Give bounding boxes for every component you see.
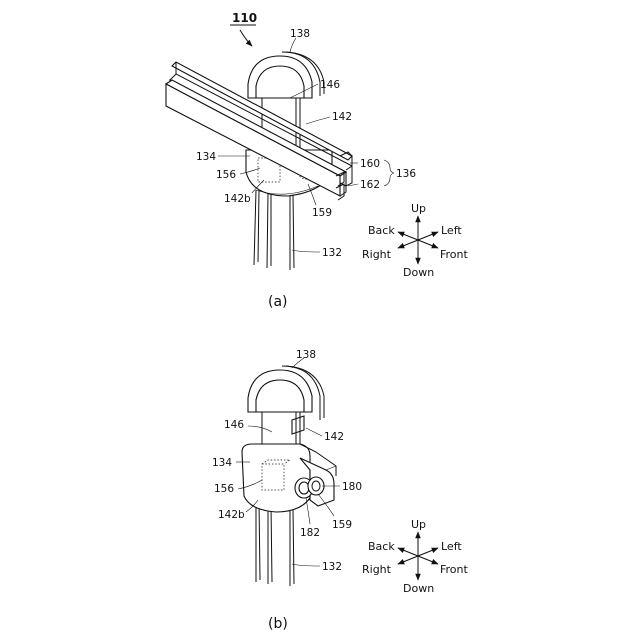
ref-138-a: 138 [290,28,310,40]
compass-back-a: Back [368,224,395,237]
ref-138-b: 138 [296,349,316,361]
ref-132-a: 132 [322,247,342,259]
ref-142b-b: 142b [218,509,245,521]
cords-a [254,190,294,270]
ref-134-b: 134 [212,457,232,469]
ref-156-a: 156 [216,169,236,181]
ref-136-a: 136 [396,168,416,180]
ref-162-a: 162 [360,179,380,191]
ref-146-a: 146 [320,79,340,91]
cords-b [256,500,294,586]
ref-134-a: 134 [196,151,216,163]
caption-b: (b) [268,616,288,632]
ref-142b-a: 142b [224,193,251,205]
compass-up-b: Up [411,518,426,531]
ref-180-b: 180 [342,481,362,493]
body-134-b [242,444,310,512]
compass-back-b: Back [368,540,395,553]
panel-b: 138 146 142 134 156 142b 180 182 159 132… [212,349,469,632]
ref-156-b: 156 [214,483,234,495]
caption-a: (a) [268,294,288,310]
ref-142-b: 142 [324,431,344,443]
compass-down-b: Down [403,582,434,595]
compass-up-a: Up [411,202,426,215]
ref-132-b: 132 [322,561,342,573]
arch-138-a [248,52,324,98]
compass-right-b: Right [362,563,392,576]
compass-b: Up Down Left Front Back Right [362,518,469,595]
ref-182-b: 182 [300,527,320,539]
compass-a: Up Down Left Front Back Right [362,202,469,279]
label-110-arrow [240,30,252,46]
compass-down-a: Down [403,266,434,279]
ref-142-a: 142 [332,111,352,123]
compass-front-b: Front [440,563,469,576]
compass-right-a: Right [362,248,392,261]
panel-a: 110 [166,11,469,310]
ref-160-a: 160 [360,158,380,170]
ref-146-b: 146 [224,419,244,431]
compass-front-a: Front [440,248,469,261]
compass-left-b: Left [441,540,462,553]
compass-left-a: Left [441,224,462,237]
label-110: 110 [232,11,257,25]
ref-159-b: 159 [332,519,352,531]
arch-138-b [248,366,324,434]
ref-159-a: 159 [312,207,332,219]
